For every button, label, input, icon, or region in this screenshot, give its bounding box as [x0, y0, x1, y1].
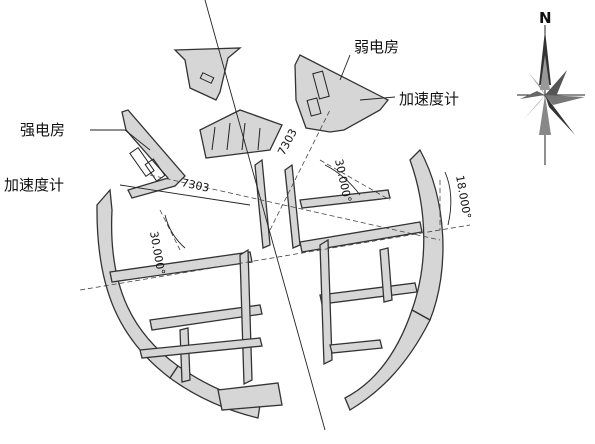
s-point-icon: [539, 95, 551, 135]
arc-right: [324, 164, 361, 196]
wall-line: [211, 126, 216, 151]
angle-18: 18.000°: [453, 174, 473, 220]
arc-left: [164, 214, 186, 249]
dimension-7303-left: 7303: [180, 176, 210, 195]
accelerometer-label-right: 加速度计: [399, 90, 459, 108]
e-point-icon: [545, 95, 585, 105]
equipment-block: [129, 146, 155, 178]
leader-weak-room: [339, 54, 351, 81]
north-letter: N: [539, 9, 552, 27]
leader-accel-right: [359, 96, 396, 101]
se-point-icon: [545, 95, 575, 135]
equipment-block: [306, 97, 322, 117]
accelerometer-label-left: 加速度计: [4, 176, 64, 194]
main-axis: [204, 0, 326, 431]
weak-room-label: 弱电房: [354, 38, 399, 56]
north-arrow: N: [517, 9, 585, 165]
angle-arc-right: [319, 159, 391, 201]
north-secondary-icon: [540, 55, 550, 90]
strong-room-label: 强电房: [20, 121, 65, 139]
w-point-icon: [520, 91, 545, 99]
weak-room-wedge: [294, 54, 390, 133]
dim-line-right: [269, 109, 331, 231]
transverse-axis: [79, 224, 471, 291]
center-top-block: [199, 109, 283, 159]
dim-line-left: [149, 174, 441, 241]
equipment-block: [312, 70, 330, 100]
nw-point-icon: [529, 73, 545, 95]
label-leaders: [90, 54, 396, 206]
wall-line: [226, 122, 231, 151]
leader-strong-room-2: [124, 129, 151, 151]
outer-wall: [96, 148, 444, 419]
top-wedge: [173, 47, 242, 101]
wall-line: [257, 127, 261, 151]
equipment-block: [199, 72, 215, 84]
axis-lines: [79, 0, 471, 431]
sw-point-icon: [523, 95, 545, 120]
ne-point-icon: [545, 70, 567, 99]
internal-girders: [109, 158, 423, 411]
strong-room-wedge: [121, 109, 186, 199]
leader-accel-left: [119, 184, 251, 206]
equipment-block: [144, 158, 166, 182]
arc-far: [444, 171, 452, 226]
